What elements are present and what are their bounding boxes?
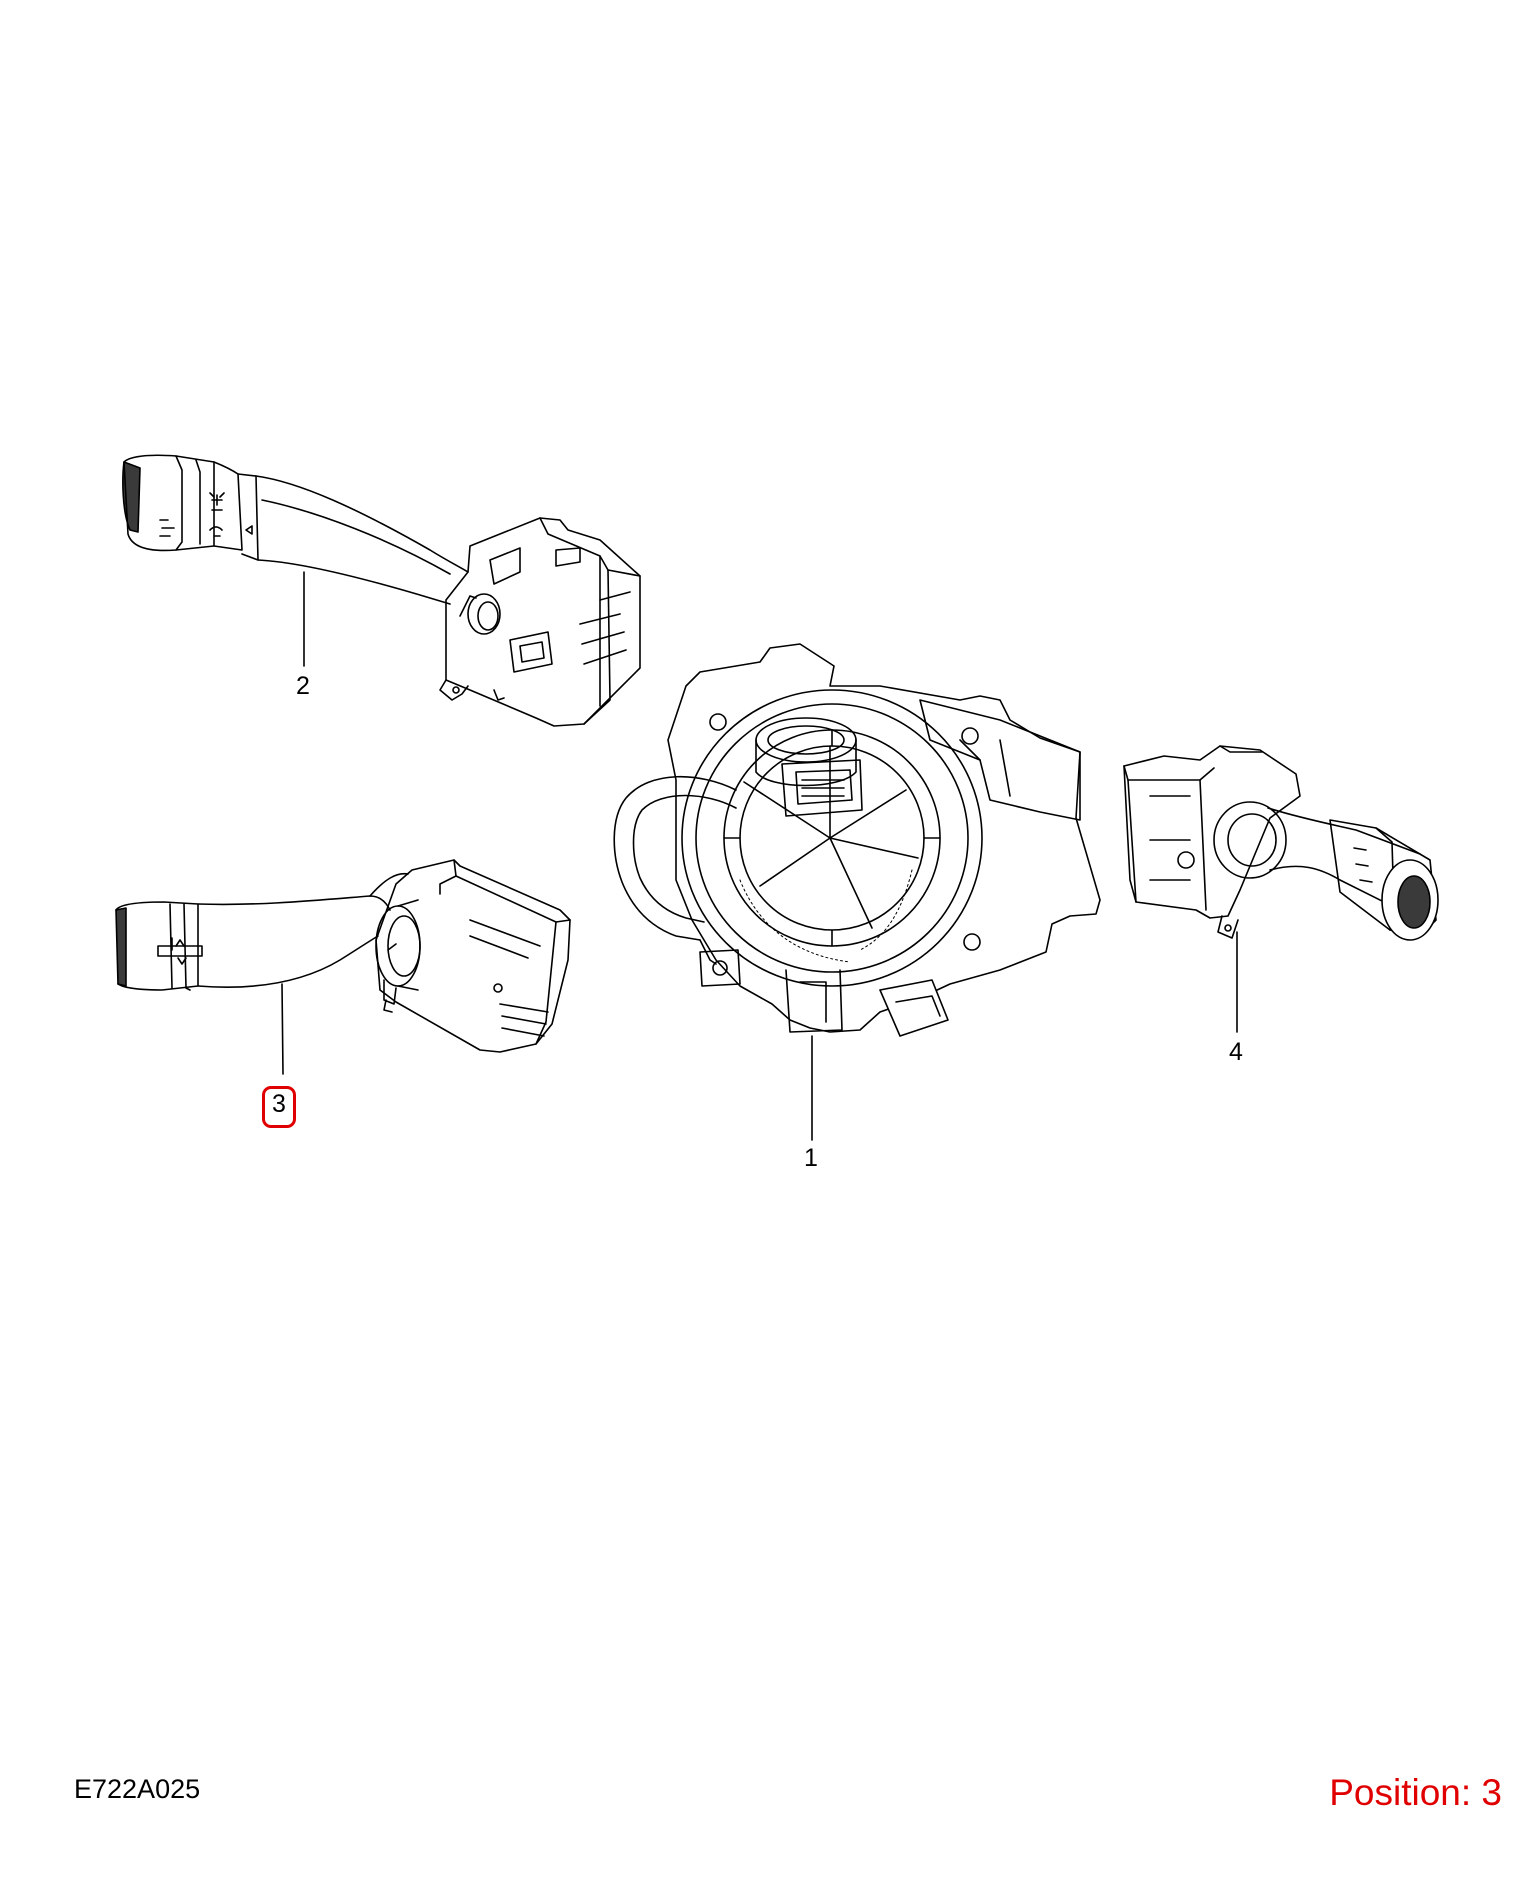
diagram-code: E722A025: [74, 1774, 201, 1804]
selected-callout-highlight: [262, 1086, 296, 1128]
part-3-stalk-switch[interactable]: [115, 859, 571, 1053]
part-1-clock-spring[interactable]: [613, 643, 1101, 1037]
leader-line-3: [281, 983, 284, 1075]
callout-3[interactable]: 3: [272, 1090, 286, 1118]
callout-1[interactable]: 1: [804, 1144, 818, 1172]
position-indicator: Position: 3: [1329, 1772, 1502, 1813]
callout-2[interactable]: 2: [296, 672, 310, 700]
part-2-stalk-switch[interactable]: [122, 454, 641, 727]
callout-4[interactable]: 4: [1229, 1038, 1243, 1066]
part-4-stalk-switch[interactable]: [1123, 745, 1439, 941]
